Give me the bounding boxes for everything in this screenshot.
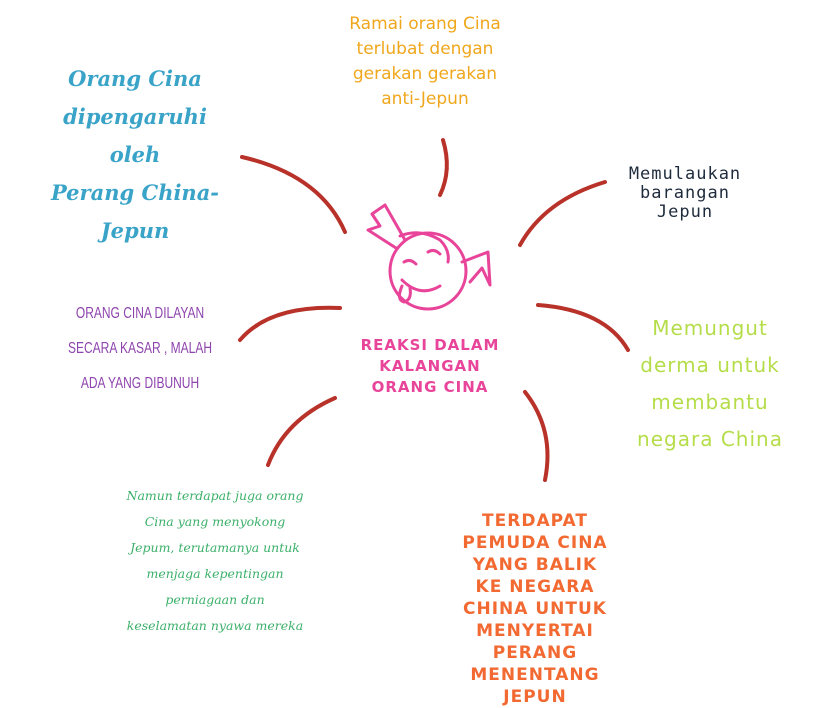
node-boycott: Memulaukan barangan Jepun xyxy=(628,164,742,222)
connector-bottom-right xyxy=(523,390,550,482)
node-supporters: Namun terdapat juga orang Cina yang meny… xyxy=(126,488,304,633)
node-returned-to-fight: TERDAPAT PEMUDA CINA YANG BALIK KE NEGAR… xyxy=(462,511,608,707)
central-topic: REAKSI DALAM KALANGAN ORANG CINA xyxy=(360,336,500,396)
connector-right xyxy=(536,303,630,352)
connector-top xyxy=(438,138,449,197)
cartoon-face-icon xyxy=(366,203,492,311)
node-anti-japan-movements: Ramai orang Cina terlubat dengan gerakan… xyxy=(349,14,501,109)
connector-top-right xyxy=(518,180,607,247)
node-donations: Memungut derma untuk membantu negara Chi… xyxy=(637,316,783,451)
connector-top-left xyxy=(240,155,347,234)
node-mistreated: ORANG CINA DILAYAN SECARA KASAR , MALAH … xyxy=(67,305,213,392)
node-influenced-by-war: Orang Cina dipengaruhi oleh Perang China… xyxy=(50,66,220,243)
connector-left xyxy=(238,305,342,342)
connector-bottom-left xyxy=(266,396,337,467)
